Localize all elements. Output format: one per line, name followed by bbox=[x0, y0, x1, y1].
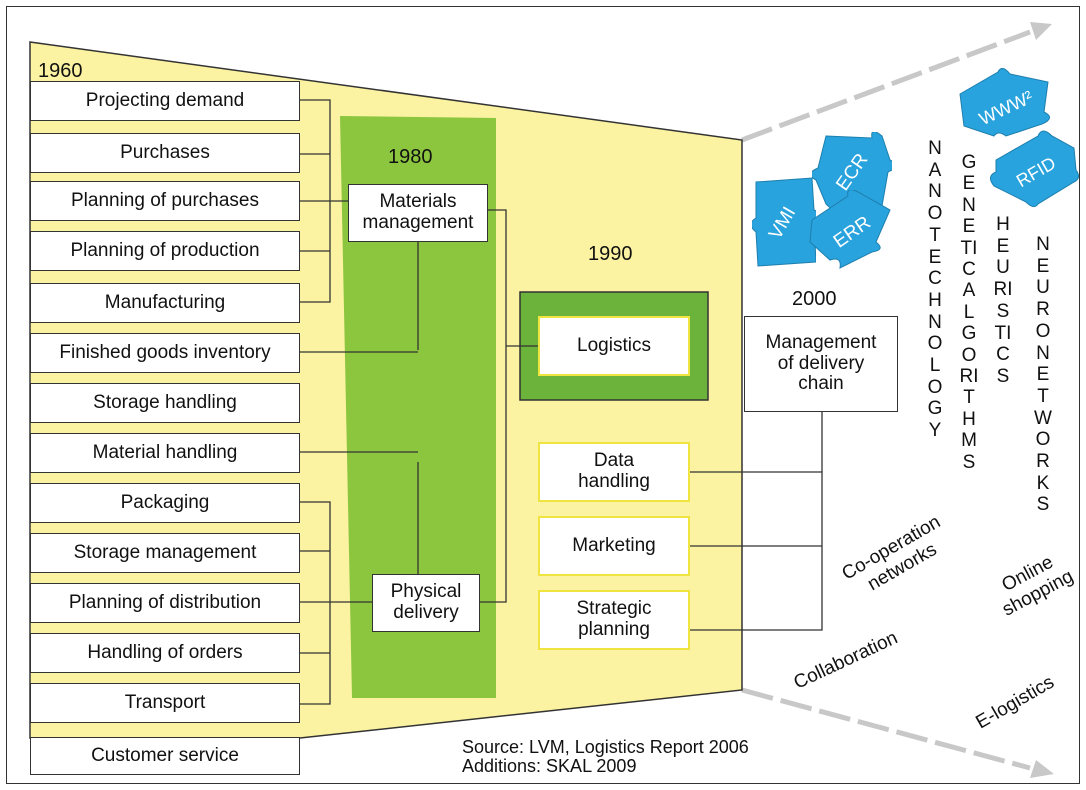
puzzle-icon: RFID bbox=[990, 130, 1080, 208]
function-box: Planning of purchases bbox=[30, 181, 300, 221]
function-box: Planning of production bbox=[30, 231, 300, 271]
function-box: Handling of orders bbox=[30, 633, 300, 673]
marketing-box: Marketing bbox=[538, 516, 690, 576]
source-note: Source: LVM, Logistics Report 2006 Addit… bbox=[462, 738, 749, 776]
connector-lines bbox=[298, 99, 823, 705]
puzzle-piece-err: ERR bbox=[806, 189, 896, 270]
puzzle-icon: ECR bbox=[810, 131, 896, 211]
materials-management-box: Materials management bbox=[348, 184, 488, 242]
year-2000-label: 2000 bbox=[792, 288, 837, 310]
function-box: Transport bbox=[30, 683, 300, 723]
data-handling-box: Data handling bbox=[538, 442, 690, 502]
puzzle-piece-www: WWW² bbox=[956, 68, 1056, 138]
year-1990-label: 1990 bbox=[588, 243, 633, 265]
puzzle-icon: ERR bbox=[809, 189, 891, 269]
puzzle-icon: VMI bbox=[750, 177, 820, 267]
function-box: Packaging bbox=[30, 483, 300, 523]
strategic-planning-box: Strategic planning bbox=[538, 590, 690, 650]
lower-arrow-head bbox=[1030, 760, 1054, 778]
function-box: Customer service bbox=[30, 737, 300, 775]
additions-line: Additions: SKAL 2009 bbox=[462, 755, 637, 776]
function-box: Storage handling bbox=[30, 383, 300, 423]
era-1980-band bbox=[340, 116, 496, 698]
source-line: Source: LVM, Logistics Report 2006 bbox=[462, 737, 749, 757]
physical-delivery-box: Physical delivery bbox=[372, 574, 480, 632]
puzzle-piece-ecr: ECR bbox=[810, 131, 896, 211]
function-box: Material handling bbox=[30, 433, 300, 473]
function-box: Storage management bbox=[30, 533, 300, 573]
vertical-term-genetic-algorithms: GENETIC ALGORITHMS bbox=[959, 152, 979, 473]
diagram-frame bbox=[6, 6, 1080, 784]
puzzle-piece-rfid: RFID bbox=[990, 130, 1080, 210]
upper-arrow-line bbox=[741, 29, 1031, 143]
function-box: Projecting demand bbox=[30, 81, 300, 121]
function-box: Planning of distribution bbox=[30, 583, 300, 623]
upper-arrow-head bbox=[1030, 22, 1052, 40]
function-box: Finished goods inventory bbox=[30, 333, 300, 373]
expansion-arrows bbox=[741, 22, 1054, 778]
vertical-term-heuristics: HEURISTICS bbox=[993, 214, 1013, 387]
function-box: Purchases bbox=[30, 133, 300, 173]
logistics-box: Logistics bbox=[538, 316, 690, 376]
year-1980-label: 1980 bbox=[388, 146, 433, 168]
year-1960-label: 1960 bbox=[38, 60, 83, 82]
lower-arrow-line bbox=[741, 687, 1031, 771]
puzzle-icon: WWW² bbox=[959, 68, 1050, 137]
vertical-term-neuronetworks: NEURONETWORKS bbox=[1034, 234, 1052, 516]
puzzle-piece-vmi: VMI bbox=[750, 174, 820, 268]
function-box: Manufacturing bbox=[30, 283, 300, 323]
management-delivery-chain-box: Management of delivery chain bbox=[744, 316, 898, 412]
vertical-term-nanotechnology: NANOTECHNOLOGY bbox=[927, 138, 943, 442]
